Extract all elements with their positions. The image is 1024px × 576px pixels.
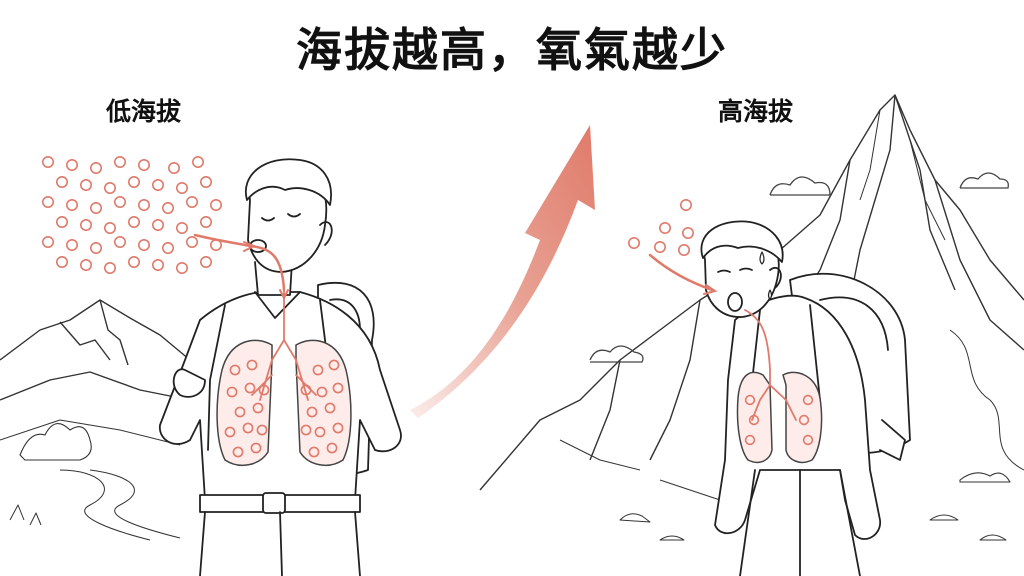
oxygen-bubble-icon xyxy=(176,261,189,274)
oxygen-bubble-icon xyxy=(55,176,68,189)
oxygen-bubble-icon xyxy=(250,442,262,454)
oxygen-bubble-icon xyxy=(80,179,93,192)
oxygen-bubble-icon xyxy=(246,359,258,371)
oxygen-bubble-icon xyxy=(332,422,344,434)
oxygen-bubble-icon xyxy=(176,222,189,235)
oxygen-bubble-icon xyxy=(300,384,312,396)
oxygen-bubble-icon xyxy=(66,239,79,252)
oxygen-bubble-icon xyxy=(229,364,241,376)
oxygen-bubble-icon xyxy=(138,199,151,212)
oxygen-bubble-icon xyxy=(802,434,814,446)
oxygen-bubble-icon xyxy=(748,414,760,426)
oxygen-bubble-icon xyxy=(114,196,127,209)
high-altitude-label: 高海拔 xyxy=(718,97,794,126)
oxygen-bubble-icon xyxy=(234,406,246,418)
oxygen-bubble-icon xyxy=(80,258,93,271)
cloud-icon xyxy=(589,172,1009,363)
oxygen-bubble-icon xyxy=(200,176,213,189)
oxygen-bubble-icon xyxy=(186,236,199,249)
oxygen-bubble-icon xyxy=(192,156,205,169)
oxygen-bubble-icon xyxy=(258,384,270,396)
oxygen-bubble-icon xyxy=(314,426,326,438)
oxygen-bubble-icon xyxy=(200,255,213,268)
oxygen-bubble-icon xyxy=(90,202,103,215)
oxygen-bubble-icon xyxy=(256,424,268,436)
oxygen-bubble-icon xyxy=(168,162,181,175)
page-title: 海拔越高，氧氣越少 xyxy=(296,23,728,77)
oxygen-bubble-icon xyxy=(41,236,54,249)
oxygen-bubble-icon xyxy=(114,156,127,169)
oxygen-bubble-icon xyxy=(312,364,324,376)
oxygen-bubble-icon xyxy=(226,386,238,398)
oxygen-bubble-icon xyxy=(55,216,68,229)
up-arrow-icon xyxy=(410,125,595,418)
oxygen-bubble-icon xyxy=(114,236,127,249)
high-oxygen-air xyxy=(627,199,694,257)
oxygen-bubble-icon xyxy=(104,182,117,195)
oxygen-bubble-icon xyxy=(252,402,264,414)
oxygen-bubble-icon xyxy=(162,202,175,215)
oxygen-bubble-icon xyxy=(138,159,151,172)
oxygen-bubble-icon xyxy=(328,359,340,371)
oxygen-bubble-icon xyxy=(186,196,199,209)
oxygen-bubble-icon xyxy=(176,182,189,195)
airway xyxy=(648,253,797,421)
oxygen-bubble-icon xyxy=(210,199,223,212)
oxygen-bubble-icon xyxy=(653,241,666,254)
oxygen-bubble-icon xyxy=(627,237,640,250)
oxygen-bubble-icon xyxy=(244,382,256,394)
oxygen-bubble-icon xyxy=(162,242,175,255)
oxygen-bubble-icon xyxy=(138,239,151,252)
oxygen-bubble-icon xyxy=(677,244,690,257)
oxygen-bubble-icon xyxy=(128,216,141,229)
oxygen-bubble-icon xyxy=(80,219,93,232)
oxygen-bubble-icon xyxy=(306,406,318,418)
oxygen-bubble-icon xyxy=(232,446,244,458)
oxygen-bubble-icon xyxy=(658,222,671,235)
oxygen-bubble-icon xyxy=(681,227,694,240)
oxygen-bubble-icon xyxy=(744,394,756,406)
low-altitude-label: 低海拔 xyxy=(106,97,182,126)
lung-icon xyxy=(216,339,352,467)
airway xyxy=(193,233,317,401)
oxygen-bubble-icon xyxy=(152,219,165,232)
oxygen-bubble-icon xyxy=(744,434,756,446)
oxygen-bubble-icon xyxy=(90,242,103,255)
low-mountains xyxy=(0,299,221,541)
oxygen-bubble-icon xyxy=(200,216,213,229)
oxygen-bubble-icon xyxy=(41,196,54,209)
oxygen-bubble-icon xyxy=(308,446,320,458)
low-oxygen-air xyxy=(41,156,223,274)
oxygen-bubble-icon xyxy=(152,179,165,192)
mountain-icon xyxy=(479,94,1024,491)
oxygen-bubble-icon xyxy=(41,156,54,169)
mountain-icon xyxy=(0,299,221,386)
oxygen-bubble-icon xyxy=(224,426,236,438)
oxygen-bubble-icon xyxy=(798,414,810,426)
oxygen-bubble-icon xyxy=(55,255,68,268)
oxygen-bubble-icon xyxy=(66,159,79,172)
oxygen-bubble-icon xyxy=(128,255,141,268)
low-hiker xyxy=(159,158,402,576)
oxygen-bubble-icon xyxy=(152,258,165,271)
high-oxygen-lungs xyxy=(744,394,814,446)
oxygen-bubble-icon xyxy=(324,402,336,414)
oxygen-bubble-icon xyxy=(679,199,692,212)
oxygen-bubble-icon xyxy=(104,222,117,235)
oxygen-bubble-icon xyxy=(90,162,103,175)
oxygen-bubble-icon xyxy=(66,199,79,212)
oxygen-bubble-icon xyxy=(332,382,344,394)
oxygen-bubble-icon xyxy=(128,176,141,189)
oxygen-bubble-icon xyxy=(300,424,312,436)
oxygen-bubble-icon xyxy=(242,422,254,434)
oxygen-bubble-icon xyxy=(326,442,338,454)
low-oxygen-lungs xyxy=(224,359,344,458)
oxygen-bubble-icon xyxy=(104,261,117,274)
oxygen-bubble-icon xyxy=(802,394,814,406)
oxygen-bubble-icon xyxy=(316,386,328,398)
